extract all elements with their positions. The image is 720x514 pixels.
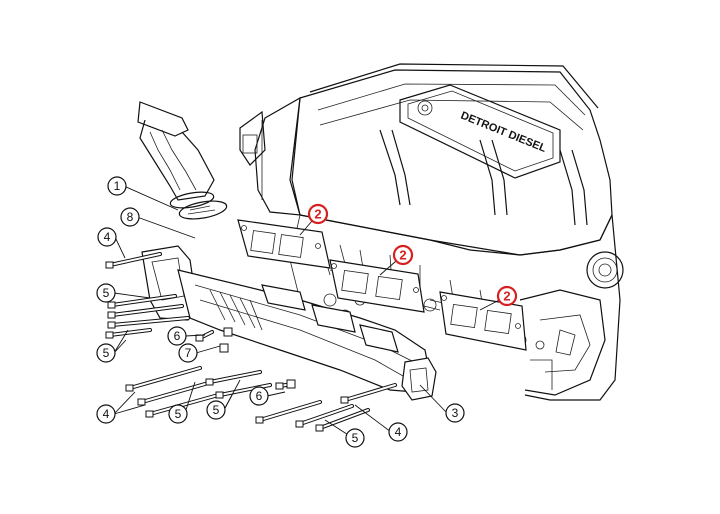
callouts: 1 8 4 5 5 6 7 4 5 5 6 5 4 3 2 2 2: [96, 176, 518, 448]
exhaust-gaskets: [237, 219, 527, 351]
bolt: [107, 294, 177, 309]
callout-7: 7: [178, 343, 198, 363]
exhaust-elbow-pipe: [137, 101, 228, 220]
svg-text:7: 7: [185, 346, 192, 360]
bolt: [105, 328, 152, 339]
bolt: [205, 370, 262, 386]
nut: [219, 343, 229, 353]
svg-text:4: 4: [104, 230, 111, 244]
gasket-middle: [329, 259, 425, 313]
bolt: [137, 380, 214, 406]
bolt: [255, 400, 322, 424]
svg-text:5: 5: [213, 403, 220, 417]
svg-text:3: 3: [452, 406, 459, 420]
svg-text:8: 8: [127, 210, 134, 224]
callout-6-a: 6: [167, 326, 187, 346]
bolt: [195, 330, 214, 342]
svg-text:5: 5: [103, 346, 110, 360]
bolts: [105, 252, 397, 432]
exhaust-manifold: [141, 245, 437, 401]
svg-text:5: 5: [175, 407, 182, 421]
callout-2-front: 2: [307, 203, 329, 225]
nut: [223, 327, 233, 337]
engine-brand-text: DETROIT DIESEL: [459, 110, 548, 155]
valve-cover-nameplate: DETROIT DIESEL: [399, 84, 561, 179]
bolt: [340, 383, 397, 404]
callout-2-middle: 2: [392, 244, 414, 266]
svg-text:1: 1: [114, 179, 121, 193]
svg-text:6: 6: [256, 389, 263, 403]
callout-2-rear: 2: [496, 285, 518, 307]
svg-text:5: 5: [352, 431, 359, 445]
svg-text:2: 2: [399, 248, 406, 263]
bolt: [105, 252, 162, 269]
bolt: [215, 383, 272, 399]
bolt: [107, 316, 190, 329]
callout-6-b: 6: [249, 386, 269, 406]
svg-text:2: 2: [503, 289, 510, 304]
callout-5-a: 5: [96, 283, 116, 303]
nut: [286, 379, 296, 389]
bolt: [315, 408, 370, 432]
bolt: [125, 366, 202, 392]
callout-4-left: 4: [96, 404, 116, 424]
gasket-rear: [439, 291, 527, 351]
callout-1: 1: [107, 176, 127, 196]
callout-3: 3: [445, 403, 465, 423]
svg-text:4: 4: [103, 407, 110, 421]
callout-8: 8: [120, 207, 140, 227]
gasket-front: [237, 219, 331, 269]
callout-5-e: 5: [345, 428, 365, 448]
svg-text:5: 5: [103, 286, 110, 300]
bolt: [295, 404, 354, 428]
svg-text:2: 2: [314, 207, 321, 222]
callout-5-d: 5: [206, 400, 226, 420]
svg-text:6: 6: [174, 329, 181, 343]
callout-4-right: 4: [388, 422, 408, 442]
callout-5-b: 5: [96, 343, 116, 363]
callout-4-top: 4: [97, 227, 117, 247]
callout-5-c: 5: [168, 404, 188, 424]
bolt: [145, 392, 224, 418]
svg-text:4: 4: [395, 425, 402, 439]
bolt: [107, 304, 184, 319]
